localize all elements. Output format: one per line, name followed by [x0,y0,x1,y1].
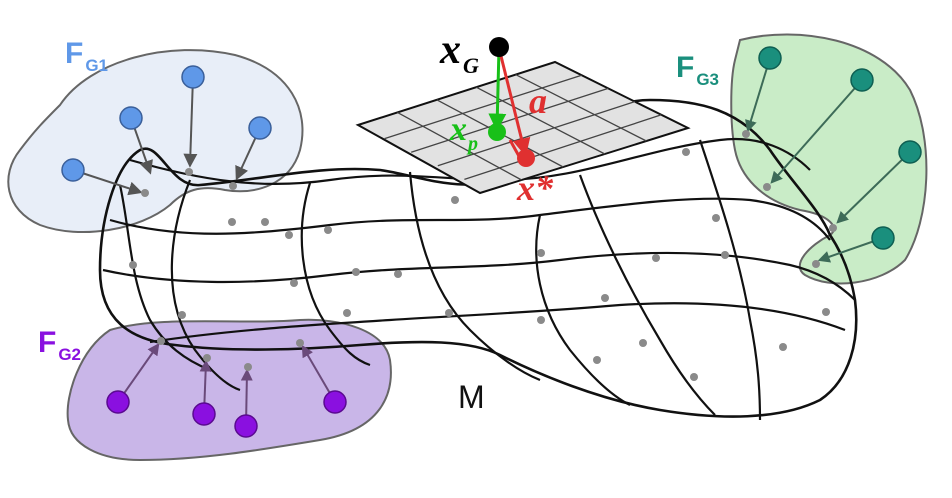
g2-node [106,390,130,414]
manifold-curve-h2 [109,197,831,241]
x-star-point [517,149,535,167]
a-vector [497,47,531,157]
g1-node [119,106,143,130]
g1-node [181,65,205,89]
group-g3-arrows [745,57,911,263]
manifold-label: M [458,379,485,415]
manifold-curve-v6 [578,174,716,416]
x-star-label: x* [516,168,554,208]
a-label: a [529,81,547,121]
g3-node [850,68,874,92]
group-g2-region [66,318,392,462]
manifold-curve-v7 [698,139,762,421]
x-p-label: xp [449,111,478,155]
manifold-curve-h3 [102,251,856,301]
manifold-curve-v2 [118,184,211,372]
g3-node [898,140,922,164]
manifold-curve-v3 [300,182,371,367]
g3-node [871,226,895,250]
x-g-point [489,37,509,57]
g3-node [758,46,782,70]
x-g-label: xG [439,27,479,78]
g2-node [323,390,347,414]
g2-node [192,402,216,426]
tangent-plane [355,60,691,195]
g1-node [61,158,85,182]
g1-node [248,116,272,140]
manifold-curve-v5 [535,214,631,406]
manifold-curve-v4 [408,171,541,382]
x-p-vector [488,47,507,132]
group-g2-nodes [106,390,347,438]
projection-vectors [488,37,535,167]
group-g1-region [7,49,304,234]
manifold-curve-h4 [149,302,846,344]
group-g1-nodes [61,65,272,182]
group-g3-region [730,33,928,285]
g2-node [234,414,258,438]
x-p-point [488,123,506,141]
group-g3-nodes [758,46,922,250]
manifold-curve-v1 [170,179,241,392]
